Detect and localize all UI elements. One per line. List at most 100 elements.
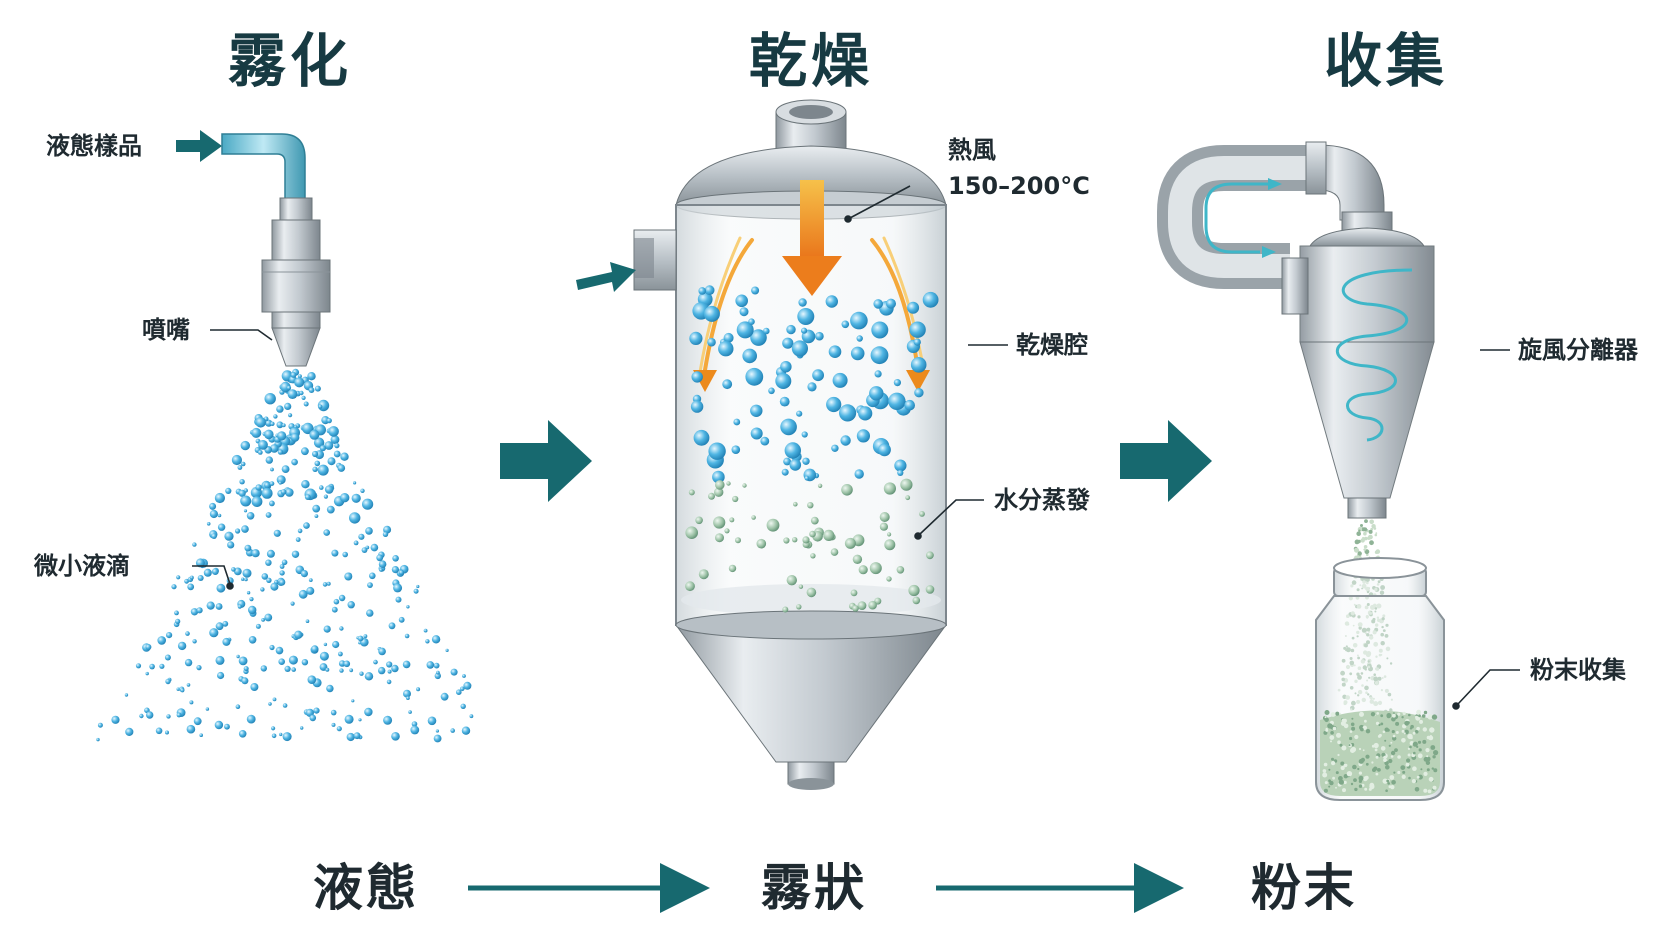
- chamber-droplet: [841, 320, 850, 329]
- powder-particle: [1324, 781, 1328, 785]
- droplet: [189, 575, 194, 580]
- droplet: [248, 605, 257, 615]
- droplet: [297, 528, 303, 534]
- droplet: [331, 606, 338, 613]
- droplet: [239, 479, 245, 485]
- droplet: [309, 714, 317, 722]
- droplet: [174, 610, 179, 616]
- chamber-droplet: [817, 483, 823, 488]
- droplet: [327, 457, 336, 466]
- chamber-droplet: [884, 539, 896, 551]
- label-hot-air-temp: 150–200°C: [948, 172, 1090, 200]
- powder-particle: [1364, 719, 1367, 723]
- droplet: [331, 549, 339, 557]
- droplet: [271, 733, 277, 739]
- chamber-droplet: [830, 548, 839, 556]
- droplet: [379, 568, 383, 572]
- droplet: [176, 712, 182, 718]
- droplet: [309, 429, 320, 440]
- droplet: [251, 427, 262, 438]
- powder-particle: [1324, 716, 1327, 719]
- chamber-droplet: [742, 483, 747, 488]
- droplet: [411, 721, 418, 727]
- powder-particle: [1335, 771, 1339, 775]
- chamber-droplet: [714, 487, 724, 497]
- powder-particle: [1357, 551, 1362, 556]
- powder-particle: [1417, 774, 1423, 780]
- chamber-droplet: [893, 379, 902, 387]
- bottom-label-powder: 粉末: [1251, 859, 1357, 917]
- chamber-droplet: [852, 605, 859, 612]
- powder-particle: [1397, 770, 1401, 775]
- powder-particle: [1408, 776, 1411, 780]
- powder-particle: [1397, 755, 1401, 759]
- chamber-droplet: [810, 553, 816, 559]
- chamber-droplet: [856, 335, 863, 342]
- powder-particle: [1363, 531, 1367, 536]
- droplet: [240, 461, 246, 467]
- powder-particle: [1357, 767, 1360, 771]
- powder-particle: [1416, 775, 1420, 779]
- powder-particle: [1369, 782, 1375, 788]
- chamber-droplet: [797, 308, 815, 325]
- droplet: [255, 484, 262, 491]
- powder-particle: [1390, 741, 1393, 744]
- atomization-stage: [96, 130, 474, 743]
- powder-particle: [1350, 722, 1355, 727]
- droplet: [338, 651, 343, 657]
- chamber-droplet: [798, 584, 804, 589]
- droplet: [279, 564, 285, 569]
- droplet: [326, 581, 331, 586]
- chamber-droplet: [909, 321, 926, 338]
- chamber-droplet: [691, 371, 703, 383]
- droplet: [265, 456, 273, 464]
- chamber-droplet: [792, 537, 798, 543]
- droplet: [386, 661, 393, 668]
- chamber-droplet: [748, 318, 755, 326]
- droplet: [276, 405, 284, 413]
- chamber-droplet: [913, 338, 921, 346]
- powder-particle: [1350, 782, 1354, 786]
- droplet: [251, 549, 260, 558]
- droplet: [251, 496, 263, 507]
- droplet: [349, 668, 354, 673]
- powder-particle: [1387, 782, 1390, 785]
- chamber-droplet: [750, 427, 763, 440]
- powder-particle: [1429, 727, 1435, 733]
- hot-air-arrow-icon: [782, 180, 842, 296]
- chamber-droplet: [782, 337, 794, 349]
- droplet: [314, 460, 321, 467]
- chamber-droplet: [801, 327, 808, 334]
- chamber-droplet: [750, 329, 767, 346]
- chamber-droplet: [850, 589, 858, 597]
- powder-particle: [1421, 714, 1426, 718]
- powder-particle: [1422, 727, 1428, 732]
- chamber-droplet: [751, 286, 760, 295]
- chamber-droplet: [925, 585, 935, 594]
- powder-particle: [1416, 745, 1419, 749]
- droplet: [238, 730, 247, 738]
- chamber-droplet: [912, 596, 921, 605]
- droplet: [195, 558, 205, 568]
- chamber-droplet: [828, 345, 842, 359]
- powder-particle: [1348, 744, 1351, 747]
- droplet: [319, 651, 329, 661]
- powder-particle: [1374, 748, 1378, 752]
- droplet: [240, 495, 252, 507]
- chamber-droplet: [685, 581, 695, 592]
- chamber-droplet: [760, 436, 770, 446]
- droplet: [308, 387, 315, 393]
- droplet: [334, 443, 340, 449]
- chamber-droplet: [796, 410, 803, 417]
- droplet: [431, 635, 441, 644]
- droplet: [323, 625, 331, 633]
- droplet: [319, 445, 326, 452]
- chamber-droplet: [775, 373, 792, 389]
- chamber-droplet: [852, 554, 863, 564]
- droplet: [303, 401, 309, 407]
- chamber-droplet: [908, 584, 920, 597]
- droplet: [280, 489, 287, 495]
- droplet: [410, 725, 420, 735]
- stage-title-drying: 乾燥: [748, 27, 873, 95]
- droplet: [190, 608, 199, 616]
